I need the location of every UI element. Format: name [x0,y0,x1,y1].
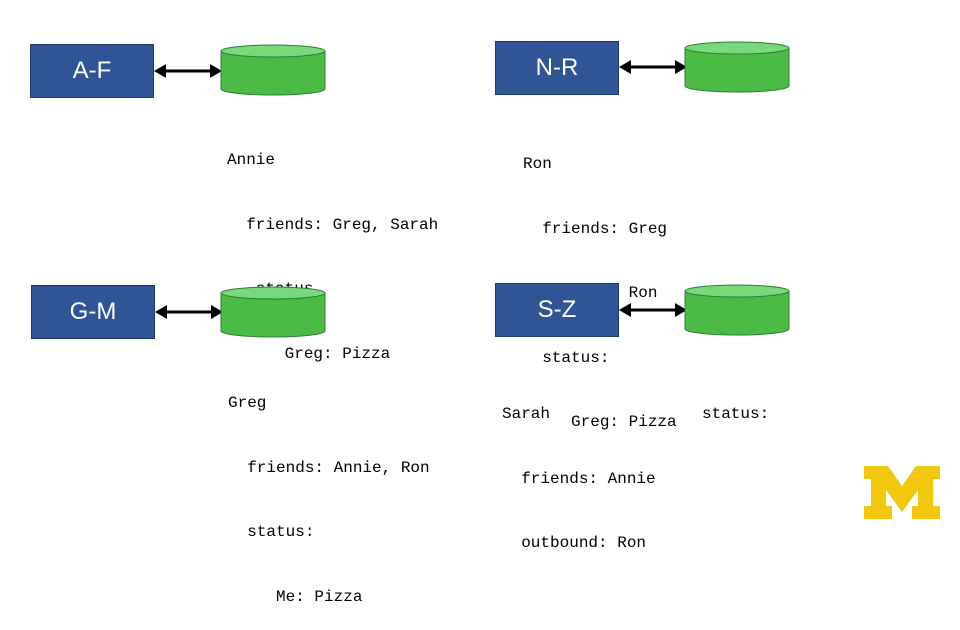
partition-label: N-R [535,54,579,81]
partition-s-z: S-Z [495,283,619,337]
record-annie: Annie friends: Greg, Sarah status Greg: … [227,107,438,387]
record-line: friends: Greg, Sarah [227,215,439,234]
block-m-logo [864,466,940,519]
partition-label: G-M [69,298,117,325]
record-line: status: [228,523,315,541]
record-line: Greg: Pizza [523,413,677,431]
record-line: Greg [228,394,267,412]
partition-g-m: G-M [31,285,155,339]
record-line: Ron [523,155,552,173]
record-line: status: [702,405,770,423]
record-line: Annie [227,151,276,169]
record-line: status: [523,348,610,367]
partition-a-f: A-F [30,44,154,98]
record-line: Me: Pizza [228,587,363,606]
double-arrow-icon [154,64,222,78]
partition-label: S-Z [537,296,577,323]
database-icon [220,44,326,96]
record-line: outbound: Ron [502,534,647,552]
record-line: Greg: Pizza [227,344,391,363]
record-line: friends: Greg [523,219,668,238]
record-line: friends: Annie, Ron [228,458,430,477]
partition-n-r: N-R [495,41,619,95]
double-arrow-icon [619,303,687,317]
record-sarah: Sarah friends: Annie outbound: Ron [502,361,656,576]
double-arrow-icon [155,305,223,319]
record-line: Sarah [502,405,551,423]
record-greg: Greg friends: Annie, Ron status: Me: Piz… [228,350,430,630]
double-arrow-icon [619,60,687,74]
partition-label: A-F [72,57,112,84]
database-icon [684,284,790,336]
database-icon [220,286,326,338]
record-line: friends: Annie [502,469,656,488]
record-ron: Ron friends: Greg inbound: Ron status: G… [523,111,677,455]
record-sarah-status: status: [702,361,769,447]
database-icon [684,41,790,93]
